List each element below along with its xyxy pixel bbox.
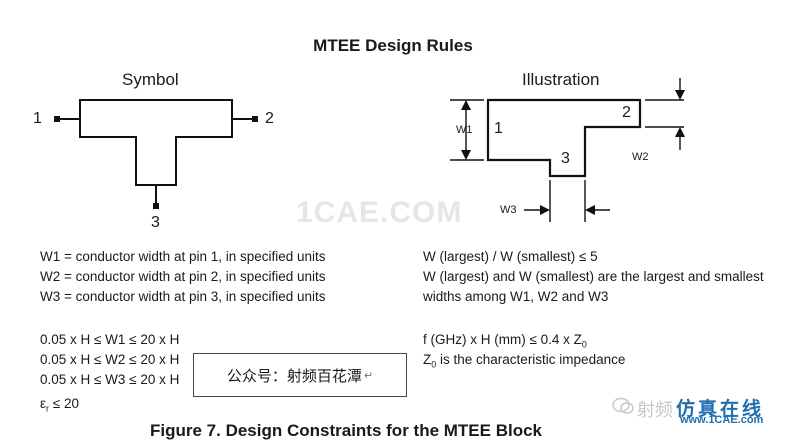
ratio-rule: W (largest) / W (smallest) ≤ 5 — [423, 249, 598, 264]
w1-arrowhead-top — [461, 100, 471, 110]
symbol-tee-outline — [79, 99, 233, 186]
epsilon-bound: ≤ 20 — [49, 396, 79, 411]
mtee-symbol — [57, 99, 255, 205]
impedance-subscript: 0 — [431, 359, 437, 370]
symbol-heading: Symbol — [122, 70, 179, 89]
ratio-note-2: widths among W1, W2 and W3 — [423, 289, 609, 304]
illustration-pin-2: 2 — [622, 104, 631, 121]
impedance-text: is the characteristic impedance — [436, 352, 626, 367]
limit-w2: 0.05 x H ≤ W2 ≤ 20 x H — [40, 352, 180, 367]
w3-label: W3 — [500, 204, 517, 216]
return-mark-icon: ↵ — [363, 369, 374, 382]
wechat-logo-icon — [612, 397, 634, 415]
page-title: MTEE Design Rules — [313, 36, 473, 55]
definition-w1: W1 = conductor width at pin 1, in specif… — [40, 249, 326, 264]
w3-arrowhead-right — [585, 205, 595, 215]
wechat-account-text: 公众号：射频百花潭 — [226, 367, 362, 385]
impedance-symbol: Z — [423, 352, 432, 367]
epsilon-symbol: ε — [40, 396, 47, 411]
epsilon-rule: εr ≤ 20 — [40, 394, 79, 419]
limit-w1: 0.05 x H ≤ W1 ≤ 20 x H — [40, 332, 180, 347]
frequency-text: f (GHz) x H (mm) ≤ 0.4 x Z — [423, 332, 582, 347]
wechat-account-label: 公众号：射频百花潭↵ — [193, 353, 407, 397]
pin1-terminal — [54, 116, 60, 122]
watermark-site-url: www.1CAE.com — [680, 414, 764, 426]
watermark-1cae: 1CAE.COM — [296, 196, 463, 229]
figure-caption: Figure 7. Design Constraints for the MTE… — [150, 421, 542, 440]
w1-arrowhead-bottom — [461, 150, 471, 160]
symbol-pin-1: 1 — [33, 110, 42, 127]
watermark-chinese-text: 射频 — [637, 400, 673, 420]
definition-w2: W2 = conductor width at pin 2, in specif… — [40, 269, 326, 284]
mtee-illustration — [486, 98, 642, 178]
pin2-terminal — [252, 116, 258, 122]
frequency-subscript: 0 — [581, 339, 587, 350]
w3-arrowhead-left — [540, 205, 550, 215]
w2-arrowhead-top — [675, 90, 685, 100]
watermark-site-name: 仿真在线 — [676, 399, 765, 420]
pin3-terminal — [153, 203, 159, 209]
epsilon-subscript: r — [46, 403, 50, 414]
impedance-note: Z0 is the characteristic impedance — [423, 350, 625, 375]
illustration-pin-1: 1 — [494, 120, 503, 137]
frequency-rule: f (GHz) x H (mm) ≤ 0.4 x Z0 — [423, 330, 587, 355]
illustration-outline — [486, 98, 642, 178]
limit-w3: 0.05 x H ≤ W3 ≤ 20 x H — [40, 372, 180, 387]
symbol-pin-2: 2 — [265, 110, 274, 127]
w2-label: W2 — [632, 151, 649, 163]
w2-arrowhead-bottom — [675, 127, 685, 137]
illustration-pin-3: 3 — [561, 150, 570, 167]
definition-w3: W3 = conductor width at pin 3, in specif… — [40, 289, 326, 304]
illustration-heading: Illustration — [522, 70, 600, 89]
w1-label: W1 — [456, 124, 473, 136]
ratio-note-1: W (largest) and W (smallest) are the lar… — [423, 269, 764, 284]
symbol-pin-3: 3 — [151, 214, 160, 231]
